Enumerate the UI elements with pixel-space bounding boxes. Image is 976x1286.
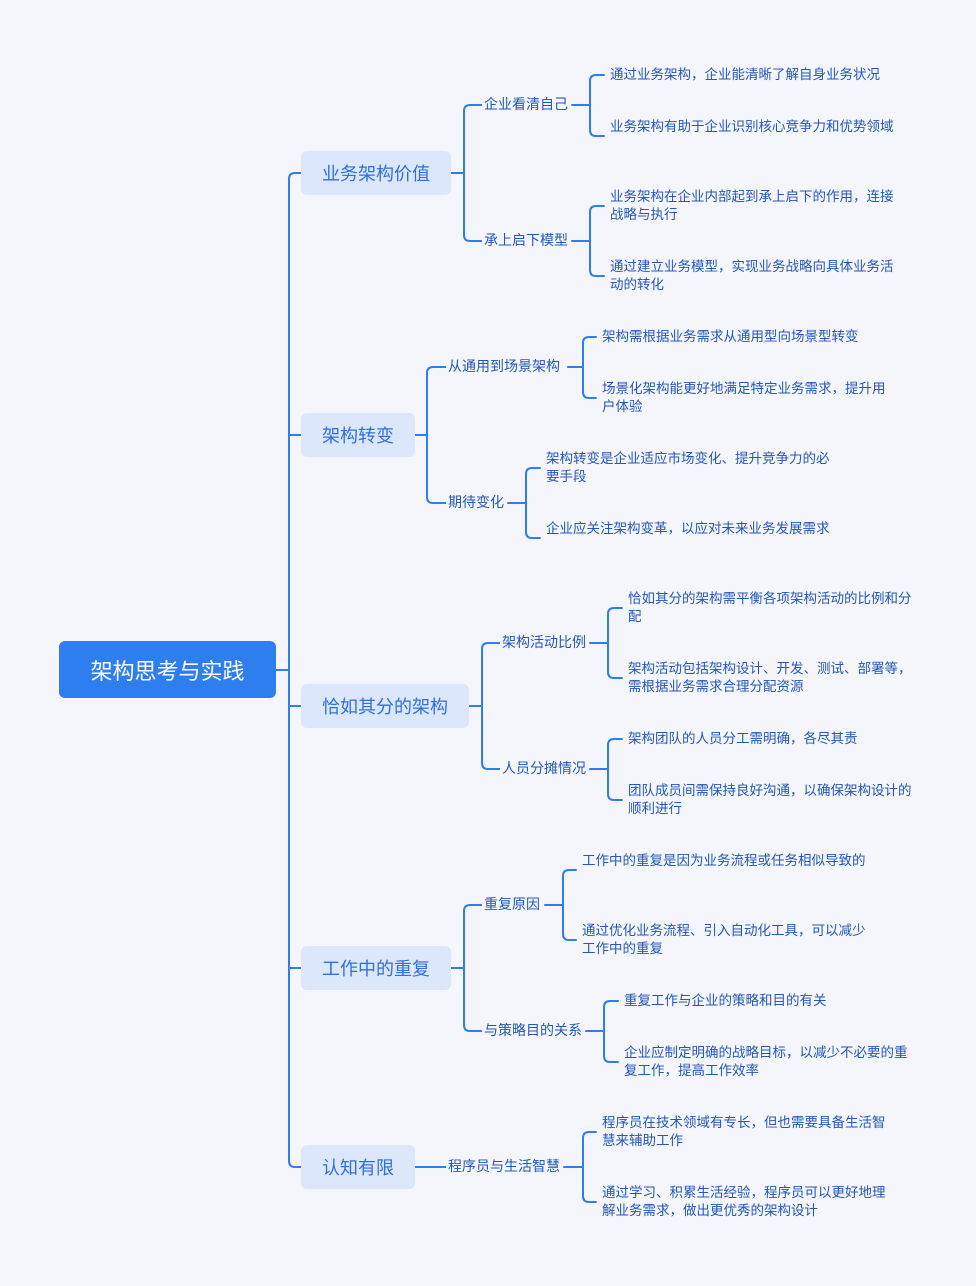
leaf-note: 通过建立业务模型，实现业务战略向具体业务活动的转化 — [610, 259, 894, 293]
leaf-note: 工作中的重复是因为业务流程或任务相似导致的 — [582, 853, 866, 869]
leaf-note: 业务架构在企业内部起到承上启下的作用，连接战略与执行 — [610, 189, 894, 223]
subtopic[interactable]: 承上启下模型 — [482, 231, 570, 251]
connector-line — [607, 738, 623, 801]
leaf-note: 场景化架构能更好地满足特定业务需求，提升用户体验 — [602, 381, 886, 415]
leaf-note: 恰如其分的架构需平衡各项架构活动的比例和分配 — [628, 591, 912, 625]
leaf-note: 架构活动包括架构设计、开发、测试、部署等，需根据业务需求合理分配资源 — [628, 661, 912, 695]
subtopic[interactable]: 重复原因 — [482, 895, 542, 915]
leaf-note: 架构转变是企业适应市场变化、提升竞争力的必要手段 — [546, 451, 830, 485]
connector-line — [607, 607, 623, 679]
connector-line — [463, 904, 483, 1032]
subtopic[interactable]: 期待变化 — [446, 493, 506, 513]
connector-line — [288, 172, 302, 1168]
connector-line — [562, 869, 577, 941]
subtopic[interactable]: 从通用到场景架构 — [446, 357, 562, 377]
leaf-note: 重复工作与企业的策略和目的有关 — [624, 993, 827, 1009]
subtopic[interactable]: 企业看清自己 — [482, 95, 570, 115]
connector-line — [582, 1131, 597, 1203]
connector-line — [525, 467, 541, 539]
branch-topic[interactable]: 架构转变 — [301, 413, 415, 457]
branch-topic[interactable]: 认知有限 — [301, 1145, 415, 1189]
connector-line — [589, 74, 605, 137]
root-topic[interactable]: 架构思考与实践 — [59, 641, 276, 698]
connector-line — [582, 336, 597, 399]
branch-topic[interactable]: 恰如其分的架构 — [301, 684, 469, 728]
subtopic[interactable]: 与策略目的关系 — [482, 1021, 584, 1041]
leaf-note: 通过学习、积累生活经验，程序员可以更好地理解业务需求，做出更优秀的架构设计 — [602, 1185, 886, 1219]
connector-line — [463, 104, 483, 242]
subtopic[interactable]: 架构活动比例 — [500, 633, 588, 653]
leaf-note: 程序员在技术领域有专长，但也需要具备生活智慧来辅助工作 — [602, 1115, 886, 1149]
connector-line — [589, 205, 605, 277]
leaf-note: 企业应制定明确的战略目标，以减少不必要的重复工作，提高工作效率 — [624, 1045, 908, 1079]
leaf-note: 架构需根据业务需求从通用型向场景型转变 — [602, 329, 859, 345]
leaf-note: 通过优化业务流程、引入自动化工具，可以减少工作中的重复 — [582, 923, 866, 957]
leaf-note: 团队成员间需保持良好沟通，以确保架构设计的顺利进行 — [628, 783, 912, 817]
leaf-note: 通过业务架构，企业能清晰了解自身业务状况 — [610, 67, 880, 83]
subtopic[interactable]: 程序员与生活智慧 — [446, 1157, 562, 1177]
connector-line — [603, 1000, 619, 1063]
branch-topic[interactable]: 工作中的重复 — [301, 946, 451, 990]
leaf-note: 架构团队的人员分工需明确，各尽其责 — [628, 731, 858, 747]
leaf-note: 企业应关注架构变革，以应对未来业务发展需求 — [546, 521, 830, 537]
branch-topic[interactable]: 业务架构价值 — [301, 151, 451, 195]
leaf-note: 业务架构有助于企业识别核心竞争力和优势领域 — [610, 119, 894, 135]
connector-line — [426, 366, 447, 504]
subtopic[interactable]: 人员分摊情况 — [500, 759, 588, 779]
connector-line — [481, 642, 501, 770]
